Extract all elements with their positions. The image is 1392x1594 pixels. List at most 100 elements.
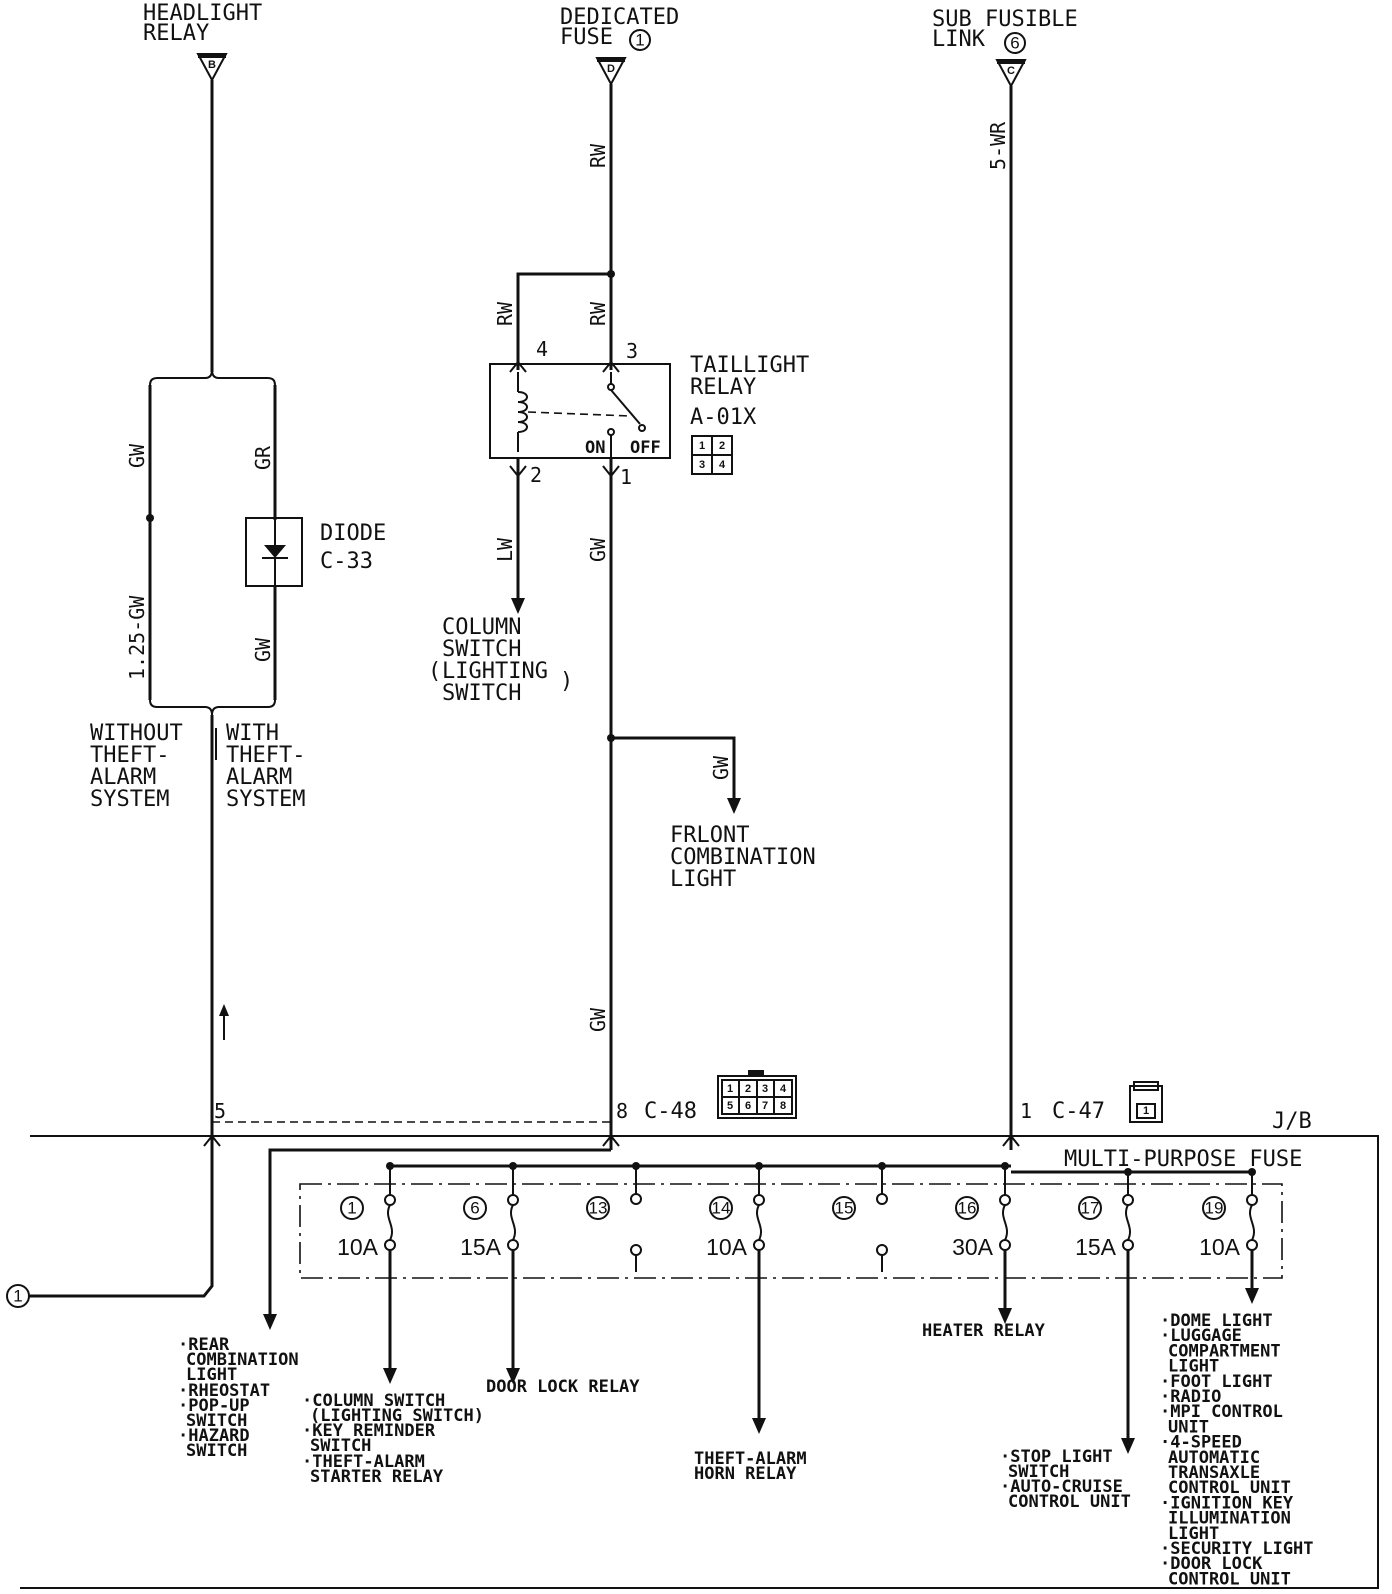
connector-c-triangle: C	[995, 59, 1027, 89]
fuse-terminal-icon	[630, 1193, 642, 1205]
wire-label-5-wr: 5-WR	[986, 121, 1010, 170]
relay-pin-4: 4	[536, 337, 548, 361]
svg-text:·AUTO-CRUISE: ·AUTO-CRUISE	[1000, 1477, 1123, 1497]
fuse-terminal-icon	[507, 1239, 519, 1251]
c47-code: C-47	[1052, 1099, 1105, 1124]
load-dome-line: TRANSAXLE	[1168, 1463, 1260, 1483]
wire-label-rw-left: RW	[493, 301, 517, 326]
load-dome-line: ·MPI CONTROL	[1160, 1402, 1283, 1422]
c47-pin-1: 1	[1020, 1099, 1032, 1123]
svg-text:SWITCH: SWITCH	[310, 1436, 371, 1456]
svg-text:5: 5	[727, 1100, 733, 1112]
fuse-terminal-icon	[999, 1239, 1011, 1251]
fuse-terminal-icon	[876, 1244, 888, 1256]
relay-on-label: ON	[585, 438, 605, 458]
svg-text:1: 1	[1143, 1105, 1149, 1117]
fuse-output-arrow-icon	[506, 1368, 520, 1384]
svg-text:D: D	[607, 63, 615, 75]
fuse-output-arrow-icon	[1245, 1288, 1259, 1304]
variant-brace-top	[149, 369, 276, 386]
svg-text:1: 1	[727, 1083, 733, 1095]
c48-connector-icon: 1 2 3 4 5 6 7 8	[717, 1070, 797, 1119]
fuse-number-circle	[463, 1196, 487, 1220]
svg-text:HORN RELAY: HORN RELAY	[694, 1464, 797, 1484]
rear-combination-arrow-icon	[263, 1314, 277, 1330]
fuse-number: 13	[589, 1199, 608, 1218]
wire-label-1-25-gw: 1.25-GW	[125, 595, 149, 680]
fuse-terminal-icon	[630, 1244, 642, 1256]
relay-pin-3-arrow-icon	[602, 360, 620, 373]
fuse-number: 15	[835, 1199, 854, 1218]
column-switch-label-3: LIGHTING	[442, 659, 548, 684]
load-door-lock-relay: DOOR LOCK RELAY	[486, 1377, 640, 1397]
reference-number: 1	[13, 1287, 22, 1306]
load-dome-light: ·DOME LIGHT·LUGGAGECOMPARTMENTLIGHT·FOOT…	[1160, 1311, 1314, 1589]
multi-purpose-fuse-title: MULTI-PURPOSE FUSE	[1064, 1147, 1302, 1172]
fuse-terminal-icon	[753, 1194, 765, 1206]
svg-text:B: B	[208, 59, 216, 71]
load-dome-line: ·LUGGAGE	[1160, 1326, 1242, 1346]
svg-text:2: 2	[745, 1083, 751, 1095]
sub-fusible-link-label-1: SUB FUSIBLE	[932, 7, 1078, 32]
svg-text:7: 7	[762, 1100, 768, 1112]
sub-fusible-link-number: 6	[1010, 34, 1019, 53]
headlight-relay-label-1: HEADLIGHT	[143, 1, 262, 26]
with-alarm-2: THEFT-	[226, 743, 305, 768]
jb-label: J/B	[1272, 1109, 1312, 1134]
diode-label: DIODE	[320, 521, 386, 546]
svg-text:C: C	[1007, 65, 1015, 77]
dedicated-fuse-number-circle	[629, 29, 651, 51]
fuse-number: 19	[1205, 1199, 1224, 1218]
svg-text:2: 2	[719, 440, 725, 452]
relay-switch-blade	[610, 389, 641, 425]
with-alarm-3: ALARM	[226, 765, 292, 790]
column-switch-label-1: COLUMN	[442, 615, 521, 640]
load-dome-line: CONTROL UNIT	[1168, 1569, 1291, 1589]
svg-text:·STOP LIGHT: ·STOP LIGHT	[1000, 1447, 1113, 1467]
rear-combination-bus	[268, 1148, 611, 1316]
fuse-15: 15	[832, 1162, 888, 1272]
svg-text:·HAZARD: ·HAZARD	[178, 1426, 250, 1446]
connector-b-triangle: B	[196, 53, 228, 83]
svg-text:3: 3	[762, 1083, 768, 1095]
headlight-relay-label-2: RELAY	[143, 21, 209, 46]
fuse-amperage: 15A	[460, 1234, 502, 1260]
load-dome-line: LIGHT	[1168, 1524, 1219, 1544]
load-dome-line: CONTROL UNIT	[1168, 1478, 1291, 1498]
svg-text:4: 4	[719, 459, 726, 471]
front-combination-light-label-3: LIGHT	[670, 867, 736, 892]
svg-text:·REAR: ·REAR	[178, 1335, 230, 1355]
load-dome-line: ·RADIO	[1160, 1387, 1221, 1407]
fuse-amperage: 10A	[706, 1234, 748, 1260]
relay-coil-icon	[517, 391, 528, 433]
load-dome-line: ILLUMINATION	[1168, 1509, 1291, 1529]
wire-label-gw-low: GW	[586, 1007, 610, 1032]
with-alarm-1: WITH	[226, 721, 279, 746]
fuse-amperage: 10A	[337, 1234, 379, 1260]
fuse-terminal-icon	[999, 1194, 1011, 1206]
load-heater-relay: HEATER RELAY	[922, 1321, 1046, 1341]
taillight-relay-code: A-01X	[690, 405, 757, 430]
svg-text:STARTER RELAY: STARTER RELAY	[310, 1467, 444, 1487]
fuse-number-circle	[1078, 1196, 1102, 1220]
svg-text:·COLUMN SWITCH: ·COLUMN SWITCH	[302, 1391, 445, 1411]
wire-label-gw-front: GW	[709, 755, 733, 780]
fuse-terminal-icon	[876, 1193, 888, 1205]
load-dome-line: ·SECURITY LIGHT	[1160, 1539, 1314, 1559]
svg-text:1: 1	[699, 440, 705, 452]
relay-pin-4-arrow-icon	[509, 360, 527, 373]
relay-off-label: OFF	[630, 438, 661, 458]
fuse-13: 13	[586, 1162, 642, 1272]
svg-text:THEFT-ALARM: THEFT-ALARM	[694, 1449, 807, 1469]
wire-label-rw-right: RW	[586, 301, 610, 326]
fuse-number: 6	[470, 1199, 479, 1218]
svg-text:): )	[560, 669, 573, 694]
fuse-output-arrow-icon	[1121, 1438, 1135, 1454]
fuse-number-circle	[955, 1196, 979, 1220]
wire-label-gw-diode: GW	[251, 637, 275, 662]
